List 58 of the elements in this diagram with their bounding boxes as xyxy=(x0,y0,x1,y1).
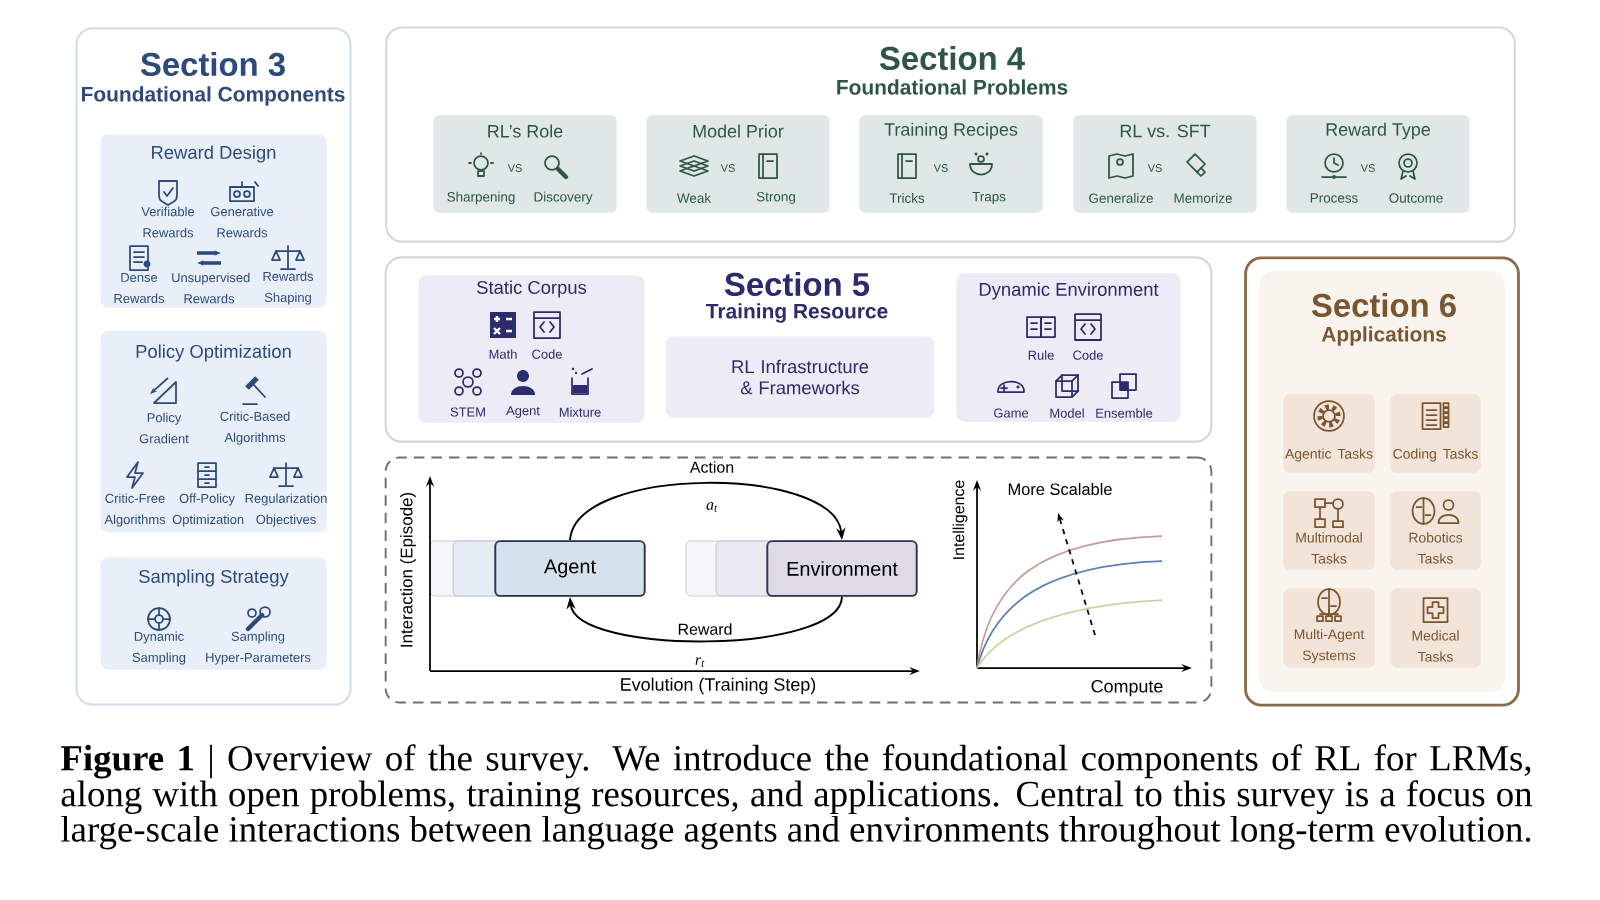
math-symbol: r$_{t}$ xyxy=(695,657,705,667)
icon-label: Math xyxy=(489,349,517,359)
arrow xyxy=(566,595,843,643)
icon-label: Rewards Shaping xyxy=(263,271,314,305)
vs-label: VS xyxy=(1147,164,1162,172)
icon-label: Strong xyxy=(756,191,795,205)
icon-label: STEM xyxy=(450,407,485,417)
icon-label: Agent xyxy=(506,406,540,418)
icon-label: Policy Gradient xyxy=(139,412,189,444)
icon-label: Outcome xyxy=(1389,193,1443,203)
axis-label: Compute xyxy=(1091,679,1163,697)
icon-label: Process xyxy=(1310,193,1358,203)
icon-label: Sharpening xyxy=(447,191,515,205)
application-tile: Multi-Agent Systems xyxy=(1283,588,1375,668)
edge-label: Action xyxy=(688,459,736,475)
application-tile: Multimodal Tasks xyxy=(1283,491,1375,570)
icon-label: Code xyxy=(532,349,562,359)
icon-label: Traps xyxy=(972,192,1006,204)
icon-label: Dynamic Sampling xyxy=(132,631,186,665)
icon-label: Tricks xyxy=(889,193,925,203)
chart-annotation: More Scalable xyxy=(1008,482,1112,496)
infrastructure-box: RL Infrastructure & Frameworks xyxy=(665,336,935,418)
vs-label: VS xyxy=(1360,164,1375,172)
vs-label: VS xyxy=(720,164,735,172)
edge-label: Reward xyxy=(675,621,735,637)
axis-label: Intelligence xyxy=(952,480,968,559)
process-box: Environment xyxy=(766,540,918,597)
application-tile: Robotics Tasks xyxy=(1390,491,1481,570)
dashed-panel xyxy=(384,456,1213,704)
icon-label: Mixture xyxy=(559,407,601,417)
process-box: Agent xyxy=(494,540,646,597)
icon-label: Critic-Based Algorithms xyxy=(220,411,290,445)
icon-label: Sampling Hyper-Parameters xyxy=(206,631,311,665)
vs-label: VS xyxy=(507,164,522,172)
application-tile: Agentic Tasks xyxy=(1283,394,1375,473)
figure-caption: Figure 1 | Overview of the survey. We introduce the foundational components of RL for LRMs, along with open problems, training resources, and applications. Central to this survey is a focus on large-scale interactions between language agents and environments throughout long-term evolution. xyxy=(61,744,1533,850)
icon-label: Verifiable Rewards xyxy=(141,206,195,238)
icon-label: Memorize xyxy=(1174,193,1232,203)
icon-label: Code xyxy=(1073,350,1103,360)
icon-label: Unsupervised Rewards xyxy=(172,272,250,304)
application-tile: Medical Tasks xyxy=(1390,588,1481,668)
icon-label: Off-Policy Optimization xyxy=(172,493,244,527)
math-symbol: a$_{t}$ xyxy=(706,502,718,512)
icon-label: Weak xyxy=(677,193,712,203)
icon-label: Regularization Objectives xyxy=(245,493,327,527)
icon-label: Rule xyxy=(1028,350,1054,360)
application-tile: Coding Tasks xyxy=(1390,394,1481,473)
icon-label: Ensemble xyxy=(1096,408,1153,418)
axis-label: Evolution (Training Step) xyxy=(621,677,816,695)
arrow xyxy=(569,481,846,542)
icon-label: Generative Rewards xyxy=(211,206,274,238)
icon-label: Dense Rewards xyxy=(114,272,165,304)
icon-label: Critic-Free Algorithms xyxy=(104,493,166,527)
vs-label: VS xyxy=(933,164,948,172)
icon-label: Game xyxy=(994,408,1029,418)
icon-label: Model xyxy=(1050,408,1084,418)
icon-label: Generalize xyxy=(1089,193,1153,203)
icon-label: Discovery xyxy=(534,191,593,205)
